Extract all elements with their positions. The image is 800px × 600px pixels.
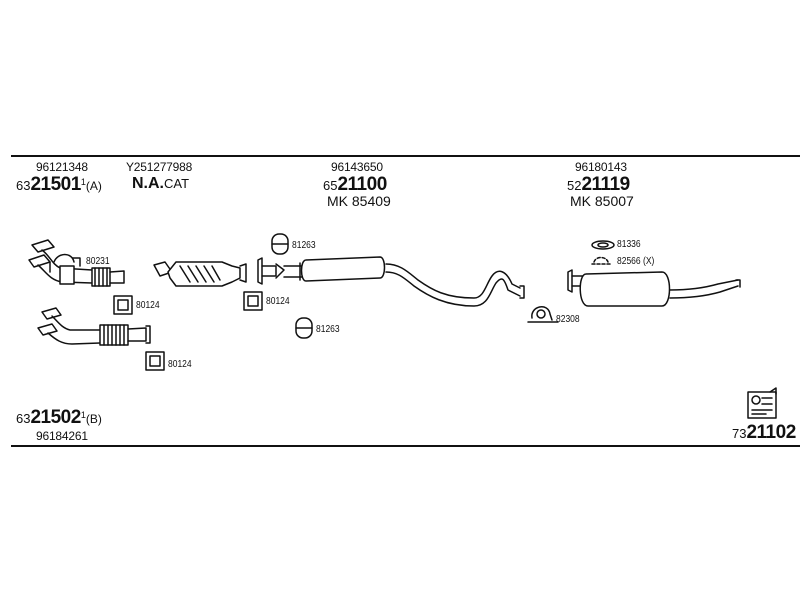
header-code-3: 6521100 xyxy=(323,174,387,196)
header-code-1: 63215011(A) xyxy=(16,174,102,196)
header-part-number-3: 96143650 xyxy=(331,160,383,174)
part-label-81336: 81336 xyxy=(617,239,641,250)
gasket-80124-a-icon xyxy=(113,295,133,315)
header-code-4: 5221119 xyxy=(567,174,630,196)
code-main: 21102 xyxy=(746,422,796,443)
code-prefix: 65 xyxy=(323,178,338,193)
part-label-81263-b: 81263 xyxy=(316,324,340,335)
part-label-80124-c: 80124 xyxy=(168,359,192,370)
code-prefix: 73 xyxy=(732,426,747,441)
code-sup: 1 xyxy=(80,410,86,420)
label-suffix: CAT xyxy=(164,176,190,191)
code-main: 21119 xyxy=(581,174,630,195)
code-suffix: (A) xyxy=(85,179,102,193)
label-main: N.A. xyxy=(132,175,164,192)
code-main: 21100 xyxy=(337,174,387,195)
front-pipe-b-icon xyxy=(37,307,151,346)
part-label-80124-a: 80124 xyxy=(136,300,160,311)
code-prefix: 63 xyxy=(16,411,31,426)
code-main: 21501 xyxy=(30,174,81,195)
code-prefix: 52 xyxy=(567,178,582,193)
header-mk-4: MK 85007 xyxy=(570,193,634,209)
gasket-80124-c-icon xyxy=(145,351,165,371)
hanger-81263-b-icon xyxy=(295,317,313,339)
header-part-number-2: Y251277988 xyxy=(126,160,193,174)
code-suffix: (B) xyxy=(85,412,102,426)
clamp-82308-icon xyxy=(527,306,559,323)
code-sup: 1 xyxy=(80,177,86,187)
catalytic-converter-icon xyxy=(153,261,247,287)
header-part-number-4: 96180143 xyxy=(575,160,627,174)
top-rule xyxy=(11,155,800,157)
rear-muffler-icon xyxy=(567,269,741,307)
footer-code-left: 63215021(B) xyxy=(16,407,102,429)
header-mk-3: MK 85409 xyxy=(327,193,391,209)
hanger-81263-a-icon xyxy=(271,233,289,255)
part-label-81263-a: 81263 xyxy=(292,240,316,251)
part-label-82308: 82308 xyxy=(556,314,580,325)
code-prefix: 63 xyxy=(16,178,31,193)
clamp-82566-icon xyxy=(591,256,613,265)
gasket-80124-b-icon xyxy=(243,291,263,311)
part-label-80231: 80231 xyxy=(86,256,110,267)
footer-part-number-left: 96184261 xyxy=(36,429,88,443)
bottom-rule xyxy=(11,445,800,447)
front-pipe-a-icon xyxy=(28,239,125,287)
footer-code-right: 7321102 xyxy=(732,422,796,444)
code-main: 21502 xyxy=(30,407,81,428)
part-label-80124-b: 80124 xyxy=(266,296,290,307)
fitting-kit-icon xyxy=(747,387,777,419)
part-label-82566: 82566 (X) xyxy=(617,256,655,267)
gasket-81336-icon xyxy=(591,240,615,250)
header-label-2: N.A.CAT xyxy=(132,175,189,193)
header-part-number-1: 96121348 xyxy=(36,160,88,174)
clamp-80231-icon xyxy=(53,253,81,267)
center-muffler-icon xyxy=(257,256,525,307)
